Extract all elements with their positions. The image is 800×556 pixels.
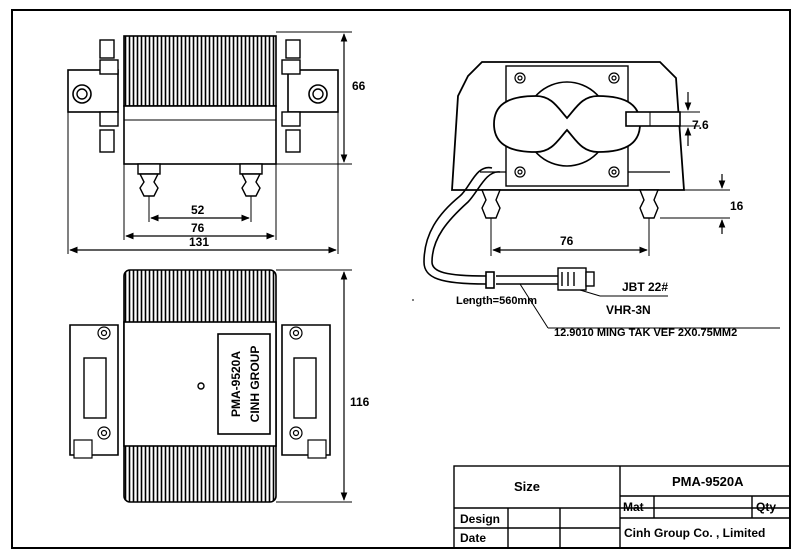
front-view — [67, 35, 339, 254]
dim-76-front: 76 — [191, 221, 205, 235]
dim-131: 131 — [189, 235, 209, 249]
front-view-dimensions: 66 52 76 131 — [69, 31, 366, 254]
wire-spec-label: 12.9010 MING TAK VEF 2X0.75MM2 — [554, 327, 737, 339]
drawing-border — [11, 9, 791, 549]
core-fins — [123, 35, 277, 107]
side-view — [451, 61, 685, 256]
rubber-feet — [137, 163, 263, 197]
nameplate — [217, 333, 271, 435]
title-block — [453, 465, 791, 549]
dim-66: 66 — [352, 79, 366, 93]
dim-76-side: 76 — [560, 234, 574, 248]
title-part-number: PMA-9520A — [672, 474, 744, 489]
dim-16: 16 — [730, 199, 744, 213]
connector-label: JBT 22# — [622, 280, 668, 294]
housing-label: VHR-3N — [606, 303, 651, 317]
title-qty-label: Qty — [756, 500, 776, 514]
top-view: PMA-9520A CINH GROUP 116 — [69, 269, 370, 503]
nameplate-model: PMA-9520A — [229, 351, 243, 417]
nameplate-maker: CINH GROUP — [248, 346, 262, 423]
side-view-dimensions: 7.6 16 76 — [492, 92, 744, 254]
title-size-label: Size — [514, 479, 540, 494]
dim-116: 116 — [350, 395, 370, 409]
title-company: Cinh Group Co. , Limited — [624, 526, 765, 540]
cable-length-label: Length=560mm — [456, 295, 537, 307]
cable-callouts: Length=560mm JBT 22# VHR-3N 12.9010 MING… — [412, 280, 780, 339]
title-design-label: Design — [460, 512, 500, 526]
air-outlet — [625, 111, 681, 127]
bolt-head — [99, 39, 115, 59]
diaphragm-chambers — [493, 95, 641, 153]
power-cord — [423, 166, 558, 289]
housing-body — [123, 105, 277, 165]
title-date-label: Date — [460, 531, 486, 545]
dim-7-6: 7.6 — [692, 118, 709, 132]
cable-connector — [557, 267, 595, 291]
dim-52: 52 — [191, 203, 205, 217]
title-mat-label: Mat — [623, 500, 644, 514]
